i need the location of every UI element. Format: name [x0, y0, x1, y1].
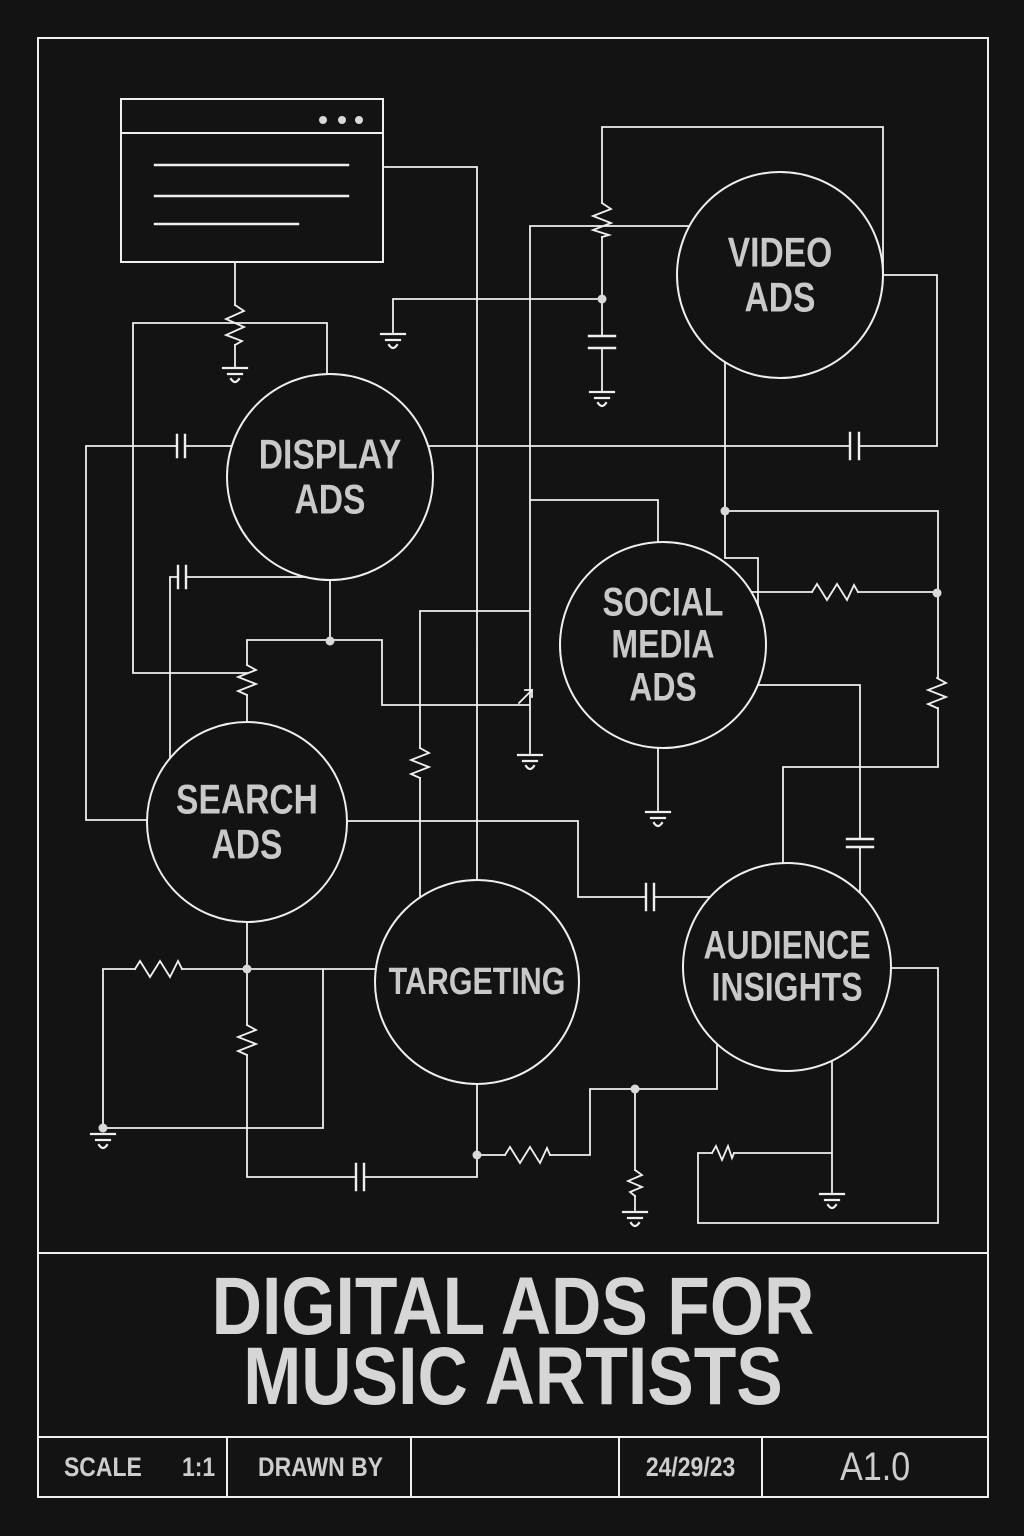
node-label-line: ADS	[629, 665, 697, 710]
wires	[85, 126, 939, 1224]
node-label-line: ADS	[744, 273, 816, 320]
node-label-line: AUDIENCE	[703, 923, 871, 968]
node-label-line: MEDIA	[611, 622, 715, 667]
window-dots-icon	[319, 116, 363, 124]
poster-title-line1: DIGITAL ADS FOR	[211, 1261, 815, 1352]
node-circle-video-ads	[676, 171, 884, 379]
scale-cell: SCALE 1:1	[64, 1449, 221, 1485]
sheet-number: A1.0	[840, 1444, 910, 1489]
node-label-line: SOCIAL	[602, 580, 724, 625]
node-label-line: DISPLAY	[258, 430, 402, 478]
node-label-line: VIDEO	[727, 228, 833, 276]
node-circle-search-ads	[146, 721, 348, 923]
poster-title-line2: MUSIC ARTISTS	[243, 1331, 783, 1422]
node-circle-audience-insights	[682, 862, 892, 1072]
date-cell: 24/29/23	[619, 1449, 762, 1485]
drawn-by-label: DRAWN BY	[258, 1451, 383, 1482]
resistor-symbols	[133, 201, 949, 1198]
arrow-detail-icon	[517, 688, 534, 705]
node-label-targeting: TARGETING	[367, 960, 588, 1003]
junction-dots	[98, 294, 942, 1160]
poster-title: DIGITAL ADS FOR MUSIC ARTISTS	[38, 1261, 988, 1422]
scale-label: SCALE	[64, 1451, 142, 1482]
ground-symbols	[89, 332, 846, 1228]
scale-value: 1:1	[181, 1451, 215, 1482]
browser-window-icon	[120, 98, 384, 263]
node-label-line: INSIGHTS	[711, 966, 863, 1010]
node-label-video-ads: VIDEO ADS	[715, 230, 846, 319]
node-label-line: ADS	[294, 475, 366, 522]
poster-frame	[37, 37, 989, 1498]
drawn-by-cell: DRAWN BY	[258, 1449, 405, 1485]
node-label-social-media-ads: SOCIAL MEDIA ADS	[587, 580, 738, 710]
node-label-line: SEARCH	[176, 775, 318, 823]
node-label-line: TARGETING	[388, 960, 566, 1003]
capacitor-symbols	[175, 334, 875, 1192]
node-label-display-ads: DISPLAY ADS	[241, 432, 419, 521]
date-value: 24/29/23	[645, 1451, 736, 1482]
node-circle-social-media-ads	[559, 541, 767, 749]
node-circle-display-ads	[226, 373, 434, 581]
node-circle-targeting	[374, 879, 580, 1085]
node-label-line: ADS	[211, 820, 283, 867]
node-label-audience-insights: AUDIENCE INSIGHTS	[683, 923, 892, 1010]
sheet-number-cell: A1.0	[762, 1445, 988, 1489]
node-label-search-ads: SEARCH ADS	[158, 777, 335, 866]
